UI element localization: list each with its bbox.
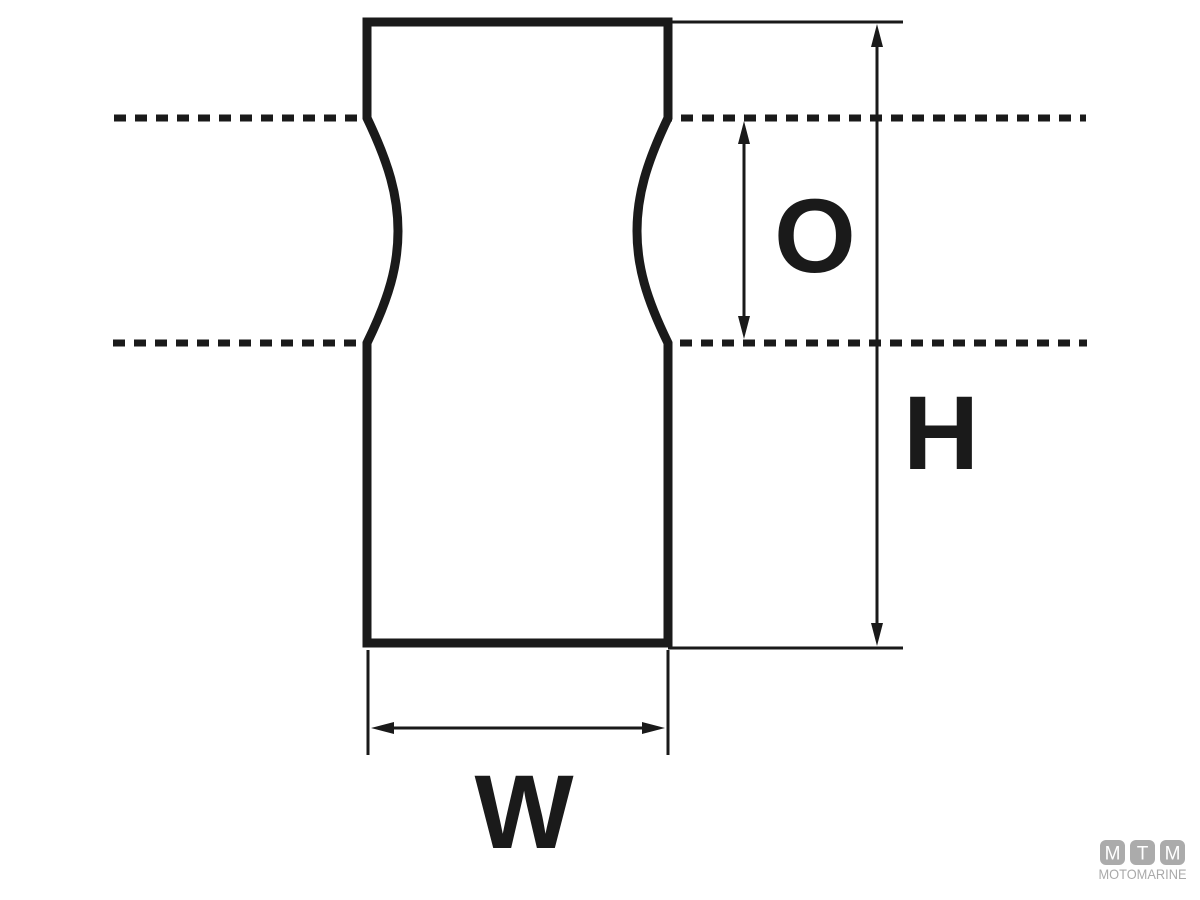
w-dimension-arrow <box>371 722 665 734</box>
logo-tile <box>1130 840 1155 865</box>
logo-tile <box>1100 840 1125 865</box>
logo-letter: M <box>1105 844 1121 865</box>
logo-letter: T <box>1137 844 1149 865</box>
o-dimension-arrow <box>738 121 750 339</box>
h-dimension-label: H <box>903 375 979 492</box>
fender-profile-outline <box>362 17 673 648</box>
h-dimension-arrow <box>871 24 883 646</box>
mtm-logo: M T M MOTOMARINE <box>1099 840 1187 882</box>
o-dimension-label: O <box>774 178 856 295</box>
logo-tile <box>1160 840 1185 865</box>
w-arrowhead-right-icon <box>642 722 665 734</box>
w-dimension-label: W <box>474 754 573 871</box>
o-arrowhead-down-icon <box>738 316 750 339</box>
w-arrowhead-left-icon <box>371 722 394 734</box>
h-arrowhead-up-icon <box>871 24 883 47</box>
h-arrowhead-down-icon <box>871 623 883 646</box>
o-arrowhead-up-icon <box>738 121 750 144</box>
logo-wordmark: MOTOMARINE <box>1099 866 1187 882</box>
logo-letter: M <box>1165 844 1181 865</box>
